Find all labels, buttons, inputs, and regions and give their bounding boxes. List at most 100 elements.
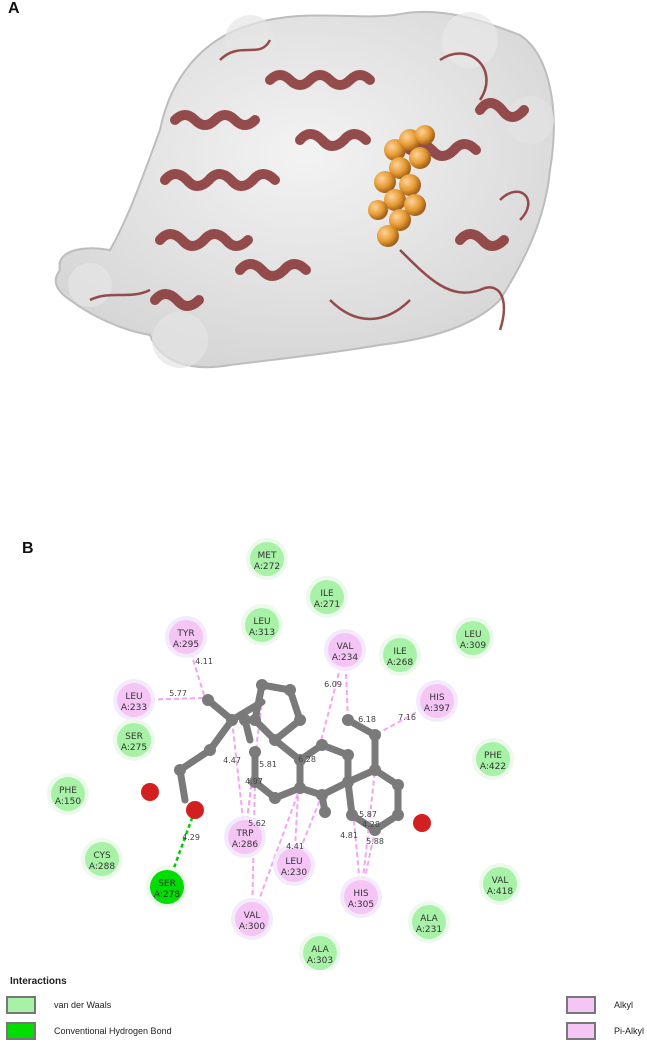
distance-label: 7.16 <box>398 713 416 722</box>
legend-title: Interactions <box>10 976 67 987</box>
distance-label: 6.18 <box>358 715 376 724</box>
residue-name: TRP <box>235 829 254 839</box>
legend-label: Pi-Alkyl <box>614 1026 645 1036</box>
residue-id: A:295 <box>173 640 199 650</box>
residue-name: HIS <box>429 693 444 703</box>
protein-loops <box>89 39 530 331</box>
legend-item-vdw: van der Waals <box>6 994 111 1016</box>
protein-ribbon <box>150 70 529 311</box>
ligand-2d <box>176 680 402 835</box>
residue-id: A:268 <box>387 658 413 668</box>
distance-label: 5.77 <box>169 689 187 698</box>
distance-label: 4.81 <box>340 831 358 840</box>
residue-circle <box>420 684 454 718</box>
residue-circle <box>228 820 262 854</box>
residue-circle <box>383 638 417 672</box>
residue-id: A:309 <box>460 641 486 651</box>
residue-circle <box>51 777 85 811</box>
alkyl-interaction-line <box>251 787 301 920</box>
residue-id: A:233 <box>121 703 147 713</box>
residue-circle <box>412 905 446 939</box>
residue-id: A:303 <box>307 956 333 966</box>
legend-swatch <box>566 1022 596 1040</box>
residue-circle <box>245 608 279 642</box>
residue-name: SER <box>125 732 143 742</box>
residue-id: A:397 <box>424 704 450 714</box>
distance-label: 5.62 <box>248 819 266 828</box>
residue-name: MET <box>258 551 277 561</box>
residue-name: CYS <box>93 851 111 861</box>
distance-label: 4.28 <box>362 820 380 829</box>
residue-name: PHE <box>484 751 502 761</box>
residue-name: SER <box>158 879 176 889</box>
residue-id: A:231 <box>416 925 442 935</box>
residue-name: PHE <box>59 786 77 796</box>
distance-label: 4.29 <box>182 833 200 842</box>
residue-name: ILE <box>393 647 407 657</box>
residue-circle <box>328 633 362 667</box>
residue-name: LEU <box>285 857 302 867</box>
distance-label: 4.47 <box>223 756 241 765</box>
legend-item-pi-alkyl: Pi-Alkyl <box>566 1020 644 1042</box>
residue-name: LEU <box>253 617 270 627</box>
oxygen-atoms <box>141 783 431 832</box>
panel-label-b: B <box>22 540 34 557</box>
residue-circle <box>303 936 337 970</box>
residue-id: A:305 <box>348 900 374 910</box>
legend: Interactions van der Waals Conventional … <box>0 972 647 1050</box>
residue-id: A:271 <box>314 600 340 610</box>
residue-circle <box>483 867 517 901</box>
distance-label: 6.28 <box>298 755 316 764</box>
residue-name: VAL <box>244 911 261 921</box>
protein-structure-image <box>54 10 555 369</box>
legend-label: Conventional Hydrogen Bond <box>54 1026 172 1036</box>
residue-name: VAL <box>492 876 509 886</box>
ligand-spheres <box>368 125 435 247</box>
residue-circle <box>310 580 344 614</box>
residue-name: ALA <box>311 945 329 955</box>
legend-swatch <box>566 996 596 1014</box>
legend-item-hbond: Conventional Hydrogen Bond <box>6 1020 172 1042</box>
residue-circle <box>85 842 119 876</box>
alkyl-interaction-line <box>360 769 376 898</box>
residue-id: A:278 <box>154 890 180 900</box>
residue-name: LEU <box>464 630 481 640</box>
residue-name: HIS <box>353 889 368 899</box>
residue-circle <box>117 723 151 757</box>
residue-id: A:275 <box>121 743 147 753</box>
residue-name: ILE <box>320 589 334 599</box>
residue-circle <box>277 848 311 882</box>
residue-name: ALA <box>420 914 438 924</box>
distance-label: 4.41 <box>286 842 304 851</box>
residue-id: A:234 <box>332 653 358 663</box>
residue-id: A:272 <box>254 562 280 572</box>
residue-name: VAL <box>337 642 354 652</box>
distance-label: 5.87 <box>359 810 377 819</box>
residue-circle <box>250 542 284 576</box>
distance-label: 4.11 <box>195 657 213 666</box>
residue-circle <box>117 683 151 717</box>
residue-circle <box>456 621 490 655</box>
residue-circle <box>169 620 203 654</box>
residue-id: A:300 <box>239 922 265 932</box>
legend-label: van der Waals <box>54 1000 112 1010</box>
